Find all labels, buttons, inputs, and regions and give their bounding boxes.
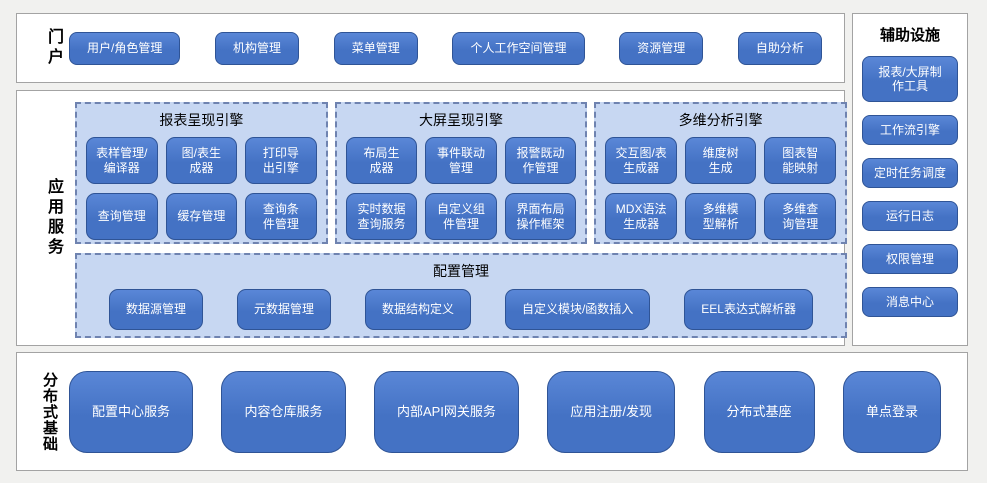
olap-analysis-engine-group: 多维分析引擎 交互图/表 生成器 维度树 生成 图表智 能映射 MDX语法 生成… (594, 102, 848, 244)
auxiliary-facilities-column: 辅助设施 报表/大屏制 作工具 工作流引擎 定时任务调度 运行日志 权限管理 消… (853, 14, 967, 330)
node-cache-mgmt: 缓存管理 (165, 193, 238, 240)
node-distributed-base: 分布式基座 (703, 370, 815, 453)
node-resource-mgmt: 资源管理 (619, 31, 704, 65)
application-services-label: 应用服务 (45, 178, 62, 258)
node-mdx-syntax-generator: MDX语法 生成器 (605, 193, 677, 240)
node-data-structure-definition: 数据结构定义 (364, 289, 471, 330)
auxiliary-facilities-title: 辅助设施 (879, 27, 940, 44)
node-eel-expression-parser: EEL表达式解析器 (684, 289, 813, 330)
distributed-base-label: 分布式基础 (41, 371, 58, 452)
node-scheduled-task-dispatch: 定时任务调度 (862, 158, 958, 188)
report-render-engine-title: 报表呈现引擎 (159, 112, 244, 128)
report-render-engine-group: 报表呈现引擎 表样管理/ 编译器 图/表生 成器 打印导 出引擎 查询管理 缓存… (75, 102, 328, 244)
node-query-mgmt: 查询管理 (86, 193, 158, 240)
portal-row: 用户/角色管理 机构管理 菜单管理 个人工作空间管理 资源管理 自助分析 (69, 14, 822, 82)
portal-panel: 门户 用户/角色管理 机构管理 菜单管理 个人工作空间管理 资源管理 自助分析 (16, 13, 845, 83)
distributed-base-row: 配置中心服务 内容仓库服务 内部API网关服务 应用注册/发现 分布式基座 单点… (69, 353, 941, 470)
node-workflow-engine: 工作流引擎 (862, 115, 958, 145)
node-personal-workspace-mgmt: 个人工作空间管理 (452, 31, 585, 65)
node-query-condition-mgmt: 查询条 件管理 (245, 193, 317, 240)
node-sso: 单点登录 (842, 370, 941, 453)
node-custom-module-function-insert: 自定义模块/函数插入 (504, 289, 651, 330)
node-interactive-chart-generator: 交互图/表 生成器 (605, 137, 677, 184)
node-metadata-mgmt: 元数据管理 (236, 289, 331, 330)
report-render-engine-grid: 表样管理/ 编译器 图/表生 成器 打印导 出引擎 查询管理 缓存管理 查询条 … (86, 137, 317, 240)
node-multidim-query-mgmt: 多维查 询管理 (764, 193, 836, 240)
node-permission-mgmt: 权限管理 (862, 244, 958, 274)
node-multidim-model-parsing: 多维模 型解析 (684, 193, 757, 240)
config-mgmt-title: 配置管理 (433, 263, 489, 279)
node-app-register-discovery: 应用注册/发现 (547, 370, 676, 453)
node-config-center-service: 配置中心服务 (69, 370, 194, 453)
node-datasource-mgmt: 数据源管理 (109, 289, 204, 330)
auxiliary-facilities-panel: 辅助设施 报表/大屏制 作工具 工作流引擎 定时任务调度 运行日志 权限管理 消… (852, 13, 968, 346)
node-print-export-engine: 打印导 出引擎 (245, 137, 317, 184)
node-custom-component-mgmt: 自定义组 件管理 (425, 193, 497, 240)
node-self-service-analysis: 自助分析 (737, 31, 822, 65)
node-chart-smart-mapping: 图表智 能映射 (764, 137, 836, 184)
olap-analysis-engine-grid: 交互图/表 生成器 维度树 生成 图表智 能映射 MDX语法 生成器 多维模 型… (605, 137, 836, 240)
node-realtime-data-query-service: 实时数据 查询服务 (345, 193, 418, 240)
config-mgmt-group: 配置管理 数据源管理 元数据管理 数据结构定义 自定义模块/函数插入 EEL表达… (75, 253, 847, 338)
config-mgmt-row: 数据源管理 元数据管理 数据结构定义 自定义模块/函数插入 EEL表达式解析器 (89, 289, 833, 330)
application-services-content: 报表呈现引擎 表样管理/ 编译器 图/表生 成器 打印导 出引擎 查询管理 缓存… (75, 102, 848, 338)
node-layout-generator: 布局生 成器 (345, 137, 418, 184)
node-dimension-tree-generation: 维度树 生成 (684, 137, 757, 184)
node-report-screen-authoring-tool: 报表/大屏制 作工具 (862, 56, 958, 102)
bigscreen-render-engine-title: 大屏呈现引擎 (419, 112, 503, 128)
node-run-log: 运行日志 (862, 201, 958, 231)
node-message-center: 消息中心 (862, 287, 958, 317)
distributed-base-panel: 分布式基础 配置中心服务 内容仓库服务 内部API网关服务 应用注册/发现 分布… (16, 352, 968, 471)
node-ui-layout-framework: 界面布局 操作框架 (504, 193, 577, 240)
olap-analysis-engine-title: 多维分析引擎 (678, 112, 763, 128)
node-event-linkage-mgmt: 事件联动 管理 (425, 137, 497, 184)
portal-label: 门户 (45, 28, 62, 68)
application-services-panel: 应用服务 报表呈现引擎 表样管理/ 编译器 图/表生 成器 打印导 出引擎 查询… (16, 90, 848, 346)
node-org-mgmt: 机构管理 (215, 31, 300, 65)
engine-row: 报表呈现引擎 表样管理/ 编译器 图/表生 成器 打印导 出引擎 查询管理 缓存… (75, 102, 848, 244)
node-menu-mgmt: 菜单管理 (333, 31, 418, 65)
bigscreen-render-engine-group: 大屏呈现引擎 布局生 成器 事件联动 管理 报警既动 作管理 实时数据 查询服务… (334, 102, 588, 244)
node-chart-table-generator: 图/表生 成器 (165, 137, 238, 184)
bigscreen-render-engine-grid: 布局生 成器 事件联动 管理 报警既动 作管理 实时数据 查询服务 自定义组 件… (345, 137, 577, 240)
node-user-role-mgmt: 用户/角色管理 (69, 31, 181, 65)
node-content-repo-service: 内容仓库服务 (221, 370, 346, 453)
node-internal-api-gateway-service: 内部API网关服务 (373, 370, 519, 453)
node-alarm-action-mgmt: 报警既动 作管理 (504, 137, 577, 184)
node-template-mgmt-compiler: 表样管理/ 编译器 (86, 137, 158, 184)
